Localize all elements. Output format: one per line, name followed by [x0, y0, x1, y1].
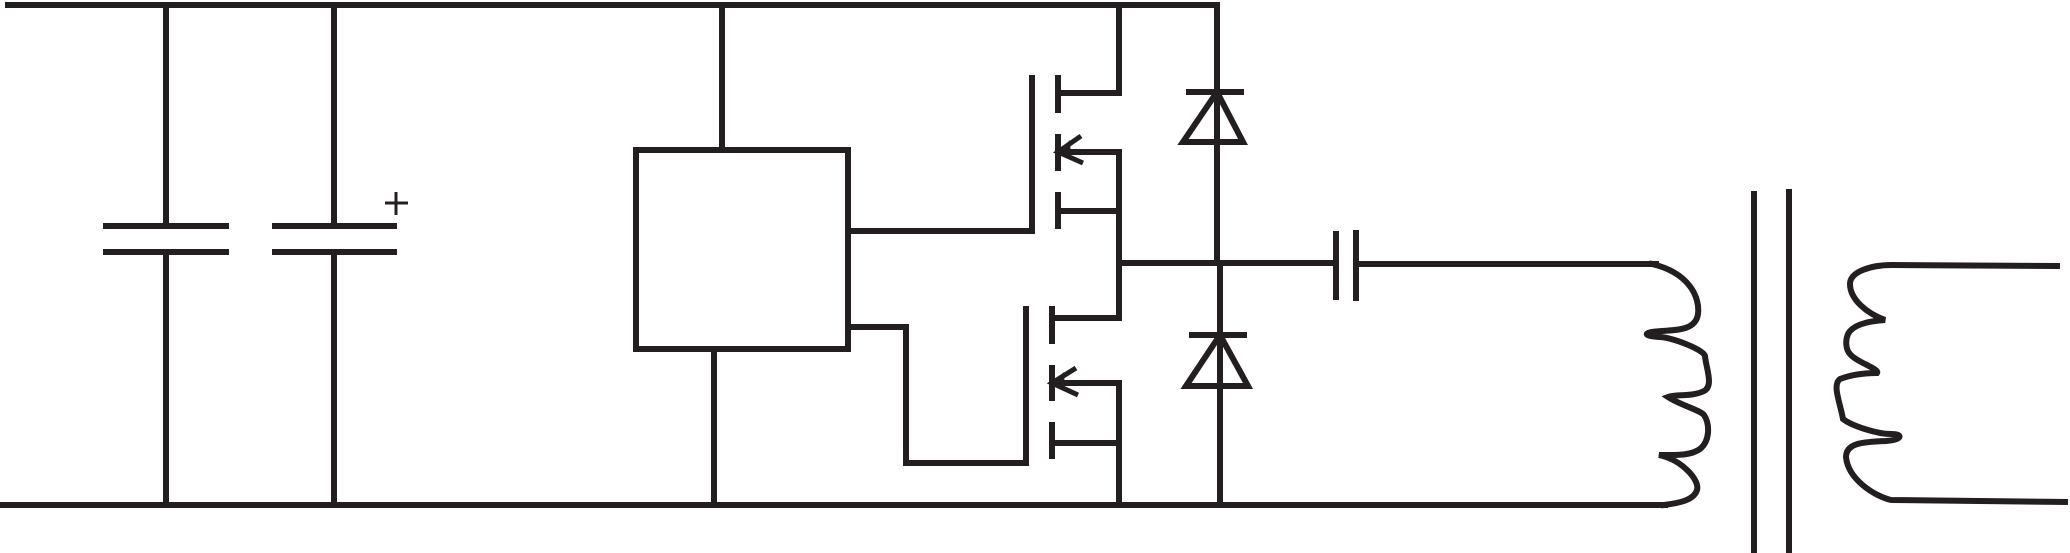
diode-low-side [1180, 260, 1254, 508]
arrow-icon [1046, 365, 1080, 398]
capacitor-c1 [103, 2, 229, 508]
diode-high-side [1177, 2, 1248, 266]
secondary-winding [1833, 261, 2069, 506]
transformer-core [1751, 189, 1792, 553]
controller-ic [633, 2, 1035, 508]
capacitor-c2 [272, 2, 408, 508]
mosfet-low-side [1023, 260, 1122, 508]
arrow-icon [1052, 133, 1085, 166]
capacitor-series [1333, 230, 1659, 301]
primary-winding [1643, 260, 1712, 509]
mosfet-high-side [1029, 2, 1122, 266]
transformer [1643, 189, 2069, 553]
plus-polarity-mark [385, 192, 408, 215]
